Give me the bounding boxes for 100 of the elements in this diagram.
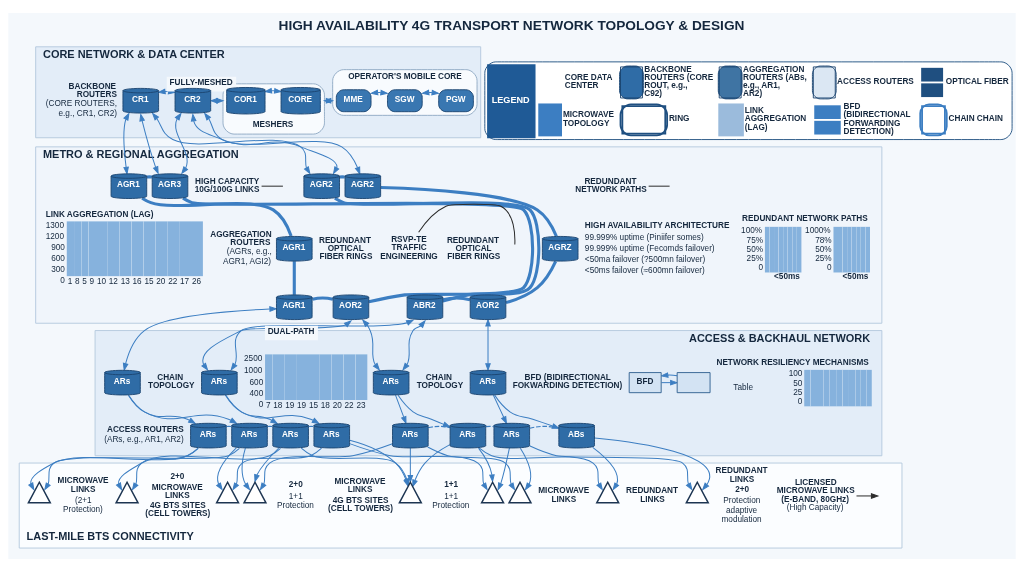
label: 15 <box>144 276 154 286</box>
arrow <box>497 447 510 491</box>
arrow <box>127 394 238 425</box>
label: 20 <box>156 276 166 286</box>
legend-label: OPTICAL FIBER <box>945 76 1009 86</box>
label: 600 <box>249 377 264 387</box>
label: 10 <box>96 276 107 286</box>
label: MICROWAVE LINKS <box>151 482 203 500</box>
arrow <box>44 447 240 491</box>
label: <50ma failover (?500mn failover) <box>584 254 706 264</box>
arrow <box>27 447 199 491</box>
arrow <box>412 444 451 488</box>
label: <50ms <box>774 272 800 282</box>
label: 22 <box>344 400 354 410</box>
label: 0 <box>797 396 803 406</box>
label: 0 <box>258 399 264 409</box>
label: 13 <box>120 276 130 286</box>
arrow <box>395 394 407 425</box>
connector <box>182 196 535 304</box>
label: NETWORK RESILIENCY MECHANISMS <box>716 358 869 368</box>
label: 15 <box>308 400 319 410</box>
legend-label: ACCESS ROUTERS <box>837 76 914 86</box>
arrow <box>215 447 237 491</box>
arrow <box>594 437 711 491</box>
node-text: REDUNDANT NETWORK PATHS <box>575 176 647 194</box>
arrow <box>128 394 197 425</box>
connector <box>505 260 558 305</box>
label: CHAIN TOPOLOGY <box>416 373 464 391</box>
label: MICROWAVE LINKS <box>538 486 590 504</box>
arrow <box>151 112 311 175</box>
label: BFD (BIDIRECTIONAL FOKWARDING DETECTION) <box>512 373 623 391</box>
label: 100 <box>788 369 803 379</box>
connector <box>261 185 284 187</box>
label: 1200 <box>45 231 65 241</box>
arrow <box>361 318 381 372</box>
label: 50% <box>815 244 832 254</box>
arrow <box>659 372 678 378</box>
arrow <box>592 446 620 491</box>
label: LINK AGGREGATION (LAG) <box>45 209 154 219</box>
label: 22 <box>168 276 178 286</box>
label: 5 <box>82 276 87 286</box>
node-text: HIGH CAPACITY 10G/100G LINKS <box>194 176 260 194</box>
node-text: RSVP-TE TRAFFIC ENGINEERING <box>380 235 438 261</box>
diagram-title: HIGH AVAILABILITY 4G TRANSPORT NETWORK TOPOLOGY & DESIGN <box>278 18 745 34</box>
connector <box>380 185 558 237</box>
label: 20 <box>332 400 342 410</box>
label: 0 <box>827 262 832 272</box>
label: HIGH AVAILABILITY ARCHITECTURE <box>584 220 730 230</box>
arrow <box>492 394 508 425</box>
label: 99.999% uptime (Piniifer somes) <box>584 232 704 242</box>
arrow <box>402 319 426 372</box>
connector <box>308 425 315 428</box>
label: 25% <box>746 253 764 263</box>
label: CHAIN TOPOLOGY <box>148 373 195 391</box>
label: 25 <box>793 387 803 397</box>
label: 19 <box>285 400 295 410</box>
node-box: MME <box>335 89 372 113</box>
label: REDUNDANT LINKS <box>626 486 679 504</box>
label: 26 <box>191 276 202 286</box>
label: REDUNDANT OPTICAL FIBER RINGS <box>446 235 501 261</box>
edge-label: DUAL-PATH <box>267 327 315 337</box>
label: 0 <box>758 262 764 272</box>
label: 18 <box>320 400 330 410</box>
arrow <box>478 447 495 483</box>
label: 1 <box>67 276 73 286</box>
label: 100% <box>741 226 763 236</box>
arrow <box>115 447 199 491</box>
label: (2+1 Protection) <box>63 495 103 514</box>
legend-label: BACKBONE ROUTERS (CORE ROUT, e.g., C92) <box>644 64 714 99</box>
legend-label: BFD (BIDIRECTIONAL FORWARDING DETECTION) <box>843 102 911 136</box>
arrow <box>139 112 159 175</box>
arrow <box>190 112 340 175</box>
node-text: LICENSED MICROWAVE LINKS (E-BAND, 80GHz) (High Capacity) <box>776 478 855 512</box>
connector <box>266 425 274 428</box>
label: 1000 <box>244 365 263 375</box>
label: 50% <box>746 244 764 254</box>
arrow <box>485 318 491 372</box>
label: 18 <box>273 400 283 410</box>
node-label: (ARs, e.g., AR1, AR2) <box>104 435 184 445</box>
connector <box>312 296 334 301</box>
label: 75% <box>746 235 764 245</box>
arrow <box>519 447 532 491</box>
arrow <box>241 447 251 491</box>
label: 4G BTS SITES (CELL TOWERS) <box>328 495 394 513</box>
arrow <box>529 445 693 491</box>
label: 300 <box>51 264 65 274</box>
connector <box>418 203 516 246</box>
label: MICROWAVE LINKS <box>57 476 109 494</box>
arrow <box>478 447 604 491</box>
label: <50ms failover (≈600mn failover) <box>584 265 705 275</box>
label: 400 <box>249 388 264 398</box>
label: 1+1 Protection <box>432 491 470 511</box>
node-label: ACCESS ROUTERS <box>106 425 184 435</box>
label: 7 <box>265 400 271 410</box>
label: 12 <box>108 276 118 286</box>
label: 9 <box>89 276 95 286</box>
arrow <box>174 112 189 175</box>
label: 1+1 <box>444 479 459 489</box>
arrow <box>259 443 393 491</box>
node-label: BACKBONE ROUTERS <box>68 82 117 100</box>
